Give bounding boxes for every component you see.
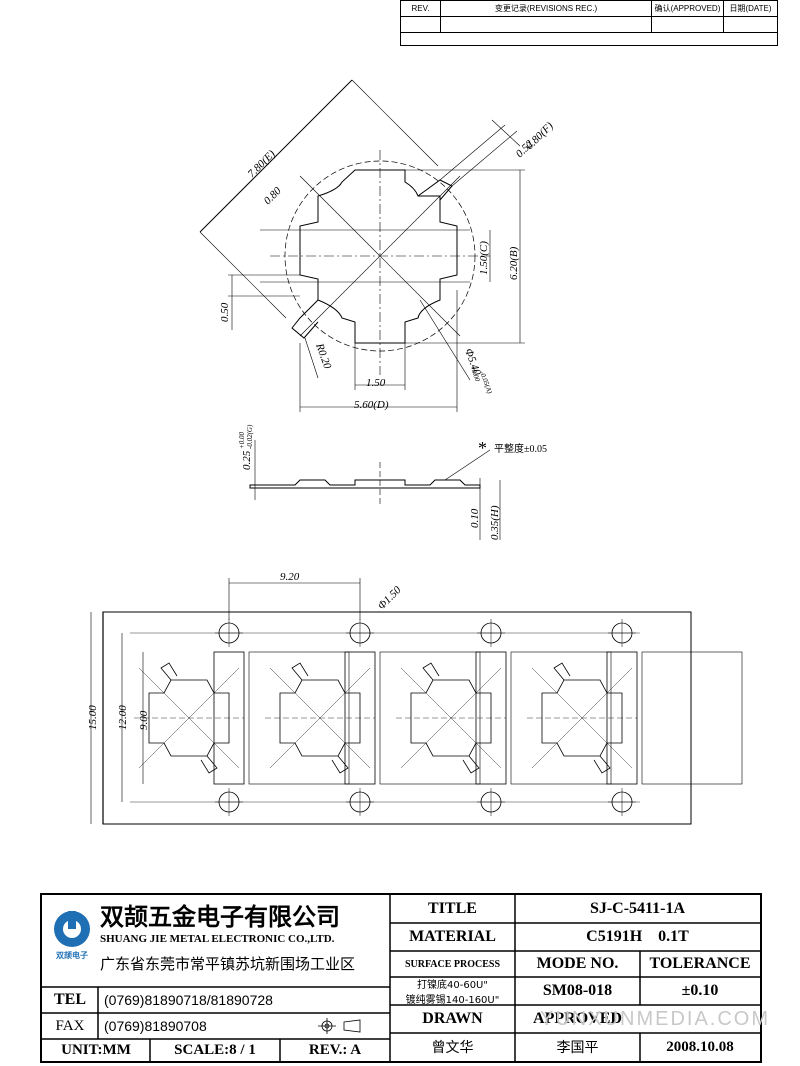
material-value: C5191H 0.1T: [515, 923, 760, 951]
title-value: SJ-C-5411-1A: [589, 900, 686, 917]
company-name-cn: 双颉五金电子有限公司: [100, 902, 340, 931]
dim-radius: R0.20: [313, 341, 334, 371]
fax-label: FAX: [55, 1017, 85, 1034]
company-logo: [54, 911, 90, 947]
dim-w150: 1.50: [366, 377, 386, 389]
date-value: 2008.10.08: [666, 1038, 734, 1055]
dim-a-tol-lower: -0.05(A): [478, 370, 494, 395]
watermark: YUNXUNMEDIA.COM: [540, 1008, 771, 1030]
surface-label: SURFACE PROCESS: [404, 958, 501, 970]
tel-value: (0769)81890718/81890728: [104, 992, 273, 1008]
part-outline: [299, 169, 458, 344]
mode-value: SM08-018: [542, 982, 613, 999]
title-block: 双颉电子 双颉五金电子有限公司 SHUANG JIE METAL ELECTRO…: [40, 893, 762, 1063]
revision: REV.: A: [308, 1041, 362, 1058]
material-thickness: 0.1T: [658, 928, 689, 945]
surface-line-2: 镀纯雾锡140-160U": [405, 995, 500, 1006]
dim-h: 0.35(H): [489, 505, 501, 540]
scale: SCALE:8 / 1: [174, 1041, 256, 1058]
dim-d: 5.60(D): [354, 399, 389, 411]
dim-080: 0.80: [262, 185, 284, 207]
tel-label: TEL: [53, 991, 86, 1008]
date-header: 日期(DATE): [729, 4, 772, 13]
strip-window: [641, 651, 743, 785]
dim-pitch: 9.20: [280, 571, 300, 583]
strip-part-tab: [462, 755, 480, 774]
company-address: 广东省东莞市常平镇苏坑新围场工业区: [100, 954, 356, 973]
flatness-note: 平整度±0.05: [494, 442, 547, 455]
approved-label: APPROVED: [533, 1010, 622, 1027]
dim-e: 7.80(E): [246, 148, 278, 180]
dim-strip-12: 12.00: [117, 705, 129, 730]
dim-left-050: 0.50: [219, 302, 231, 322]
dim-g: 0.25: [241, 450, 253, 470]
dim-hole: Φ1.50: [376, 584, 404, 612]
strip-part-tab: [422, 662, 440, 681]
logo-text: 双颉电子: [56, 950, 88, 960]
dim-g-tol-upper: +0.00: [238, 432, 246, 449]
strip-part-tab: [331, 755, 349, 774]
dim-c: 1.50(C): [478, 241, 490, 275]
projection-symbol-icon: [318, 1018, 361, 1034]
dim-strip-9: 9.00: [138, 710, 150, 730]
tab-bottom-left: [291, 299, 319, 339]
mode-label: MODE NO.: [536, 955, 619, 972]
drawn-value: 曾文华: [431, 1040, 474, 1056]
tab-top-right: [417, 179, 453, 201]
approved-header: 确认(APPROVED): [652, 1, 724, 16]
surface-line-1: 打镍底40-60U": [417, 980, 488, 991]
dim-g-tol-lower: -0.02(G): [246, 424, 254, 449]
dim-strip-15: 15.00: [87, 705, 99, 730]
material-grade: C5191H: [586, 928, 643, 945]
strip-part-tab: [200, 755, 218, 774]
unit: UNIT:MM: [61, 1041, 131, 1058]
tolerance-label: TOLERANCE: [649, 955, 751, 972]
strip-part-tab: [291, 662, 309, 681]
surface-value: 打镍底40-60U" 镀纯雾锡140-160U": [390, 977, 515, 1006]
dim-b: 6.20(B): [508, 246, 520, 280]
strip-units: [134, 619, 743, 816]
company-name-en: SHUANG JIE METAL ELECTRONIC CO.,LTD.: [100, 933, 335, 945]
tolerance-value: ±0.10: [681, 982, 719, 999]
drawn-label: DRAWN: [422, 1010, 483, 1027]
technical-drawing: 7.80(E) 0.80 0.80(F) 0.52 1.50(C) 6.20(B…: [87, 79, 743, 825]
material-label: MATERIAL: [409, 928, 496, 945]
records-header: 变更记录(REVISIONS REC.): [441, 1, 652, 16]
dim-010: 0.10: [469, 508, 481, 528]
revision-table: REV. 变更记录(REVISIONS REC.) 确认(APPROVED) 日…: [400, 0, 778, 46]
title-label: TITLE: [428, 900, 477, 917]
side-view-profile: [249, 479, 481, 489]
title-block-grid: [42, 895, 760, 1061]
fax-value: (0769)81890708: [104, 1018, 207, 1034]
approved-value: 李国平: [556, 1040, 599, 1056]
strip-part-tab: [553, 662, 571, 681]
flatness-mark: *: [478, 438, 487, 458]
strip-part-tab: [593, 755, 611, 774]
strip-part-tab: [160, 662, 178, 681]
rev-header: REV.: [401, 1, 441, 16]
